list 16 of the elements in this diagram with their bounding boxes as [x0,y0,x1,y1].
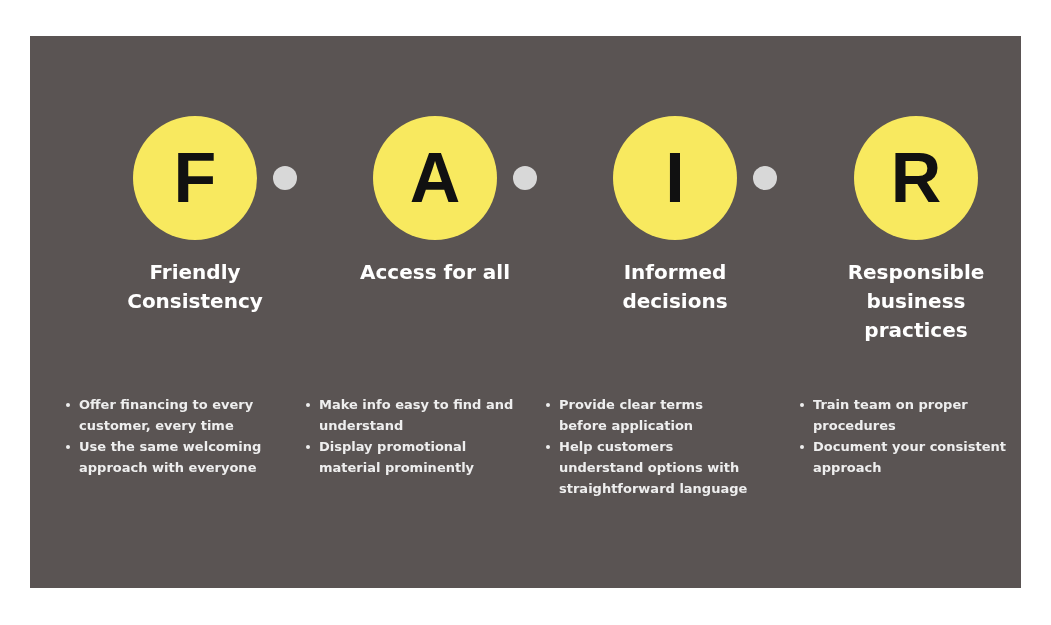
bullet-point: Provide clear terms before application [545,394,755,436]
bullet-point: Use the same welcoming approach with everyone [65,436,275,478]
letter-circle: R [854,116,978,240]
letter-circle: I [613,116,737,240]
bullet-point: Make info easy to find and understand [305,394,515,436]
heading: Responsible business practices [846,259,986,344]
bullet-point: Offer financing to every customer, every time [65,394,275,436]
letter-circle: A [373,116,497,240]
bullet-point: Display promotional material prominently [305,436,515,478]
heading: Access for all [359,259,511,286]
heading: Friendly Consistency [126,259,264,315]
bullet-point: Train team on proper procedures [799,394,1009,436]
bullet-point: Help customers understand options with straightforward language [545,436,755,499]
bullet-point: Document your consistent approach [799,436,1009,478]
letter-circle: F [133,116,257,240]
heading: Informed decisions [621,259,729,315]
